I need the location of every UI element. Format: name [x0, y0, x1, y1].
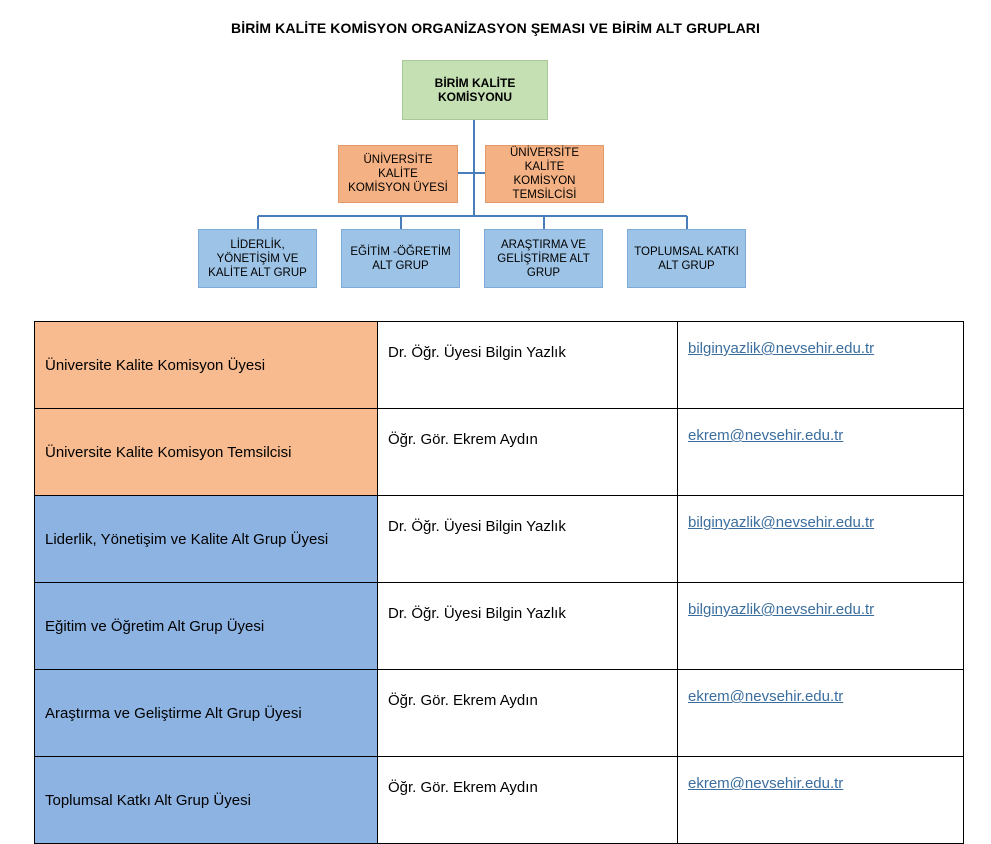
org-node-leadership-group: LİDERLİK, YÖNETİŞİM VE KALİTE ALT GRUP [198, 229, 317, 288]
org-node-research-group: ARAŞTIRMA VE GELİŞTİRME ALT GRUP [484, 229, 603, 288]
org-node-community-group: TOPLUMSAL KATKI ALT GRUP [627, 229, 746, 288]
org-node-education-group: EĞİTİM -ÖĞRETİM ALT GRUP [341, 229, 460, 288]
table-row: Liderlik, Yönetişim ve Kalite Alt Grup Ü… [34, 495, 964, 583]
member-email-link[interactable]: bilginyazlik@nevsehir.edu.tr [688, 601, 875, 618]
member-name: Dr. Öğr. Üyesi Bilgin Yazlık [377, 495, 678, 583]
member-role: Eğitim ve Öğretim Alt Grup Üyesi [34, 582, 378, 670]
org-node-root: BİRİM KALİTE KOMİSYONU [402, 60, 548, 120]
table-row: Eğitim ve Öğretim Alt Grup Üyesi Dr. Öğr… [34, 582, 964, 670]
member-role: Toplumsal Katkı Alt Grup Üyesi [34, 756, 378, 844]
table-row: Araştırma ve Geliştirme Alt Grup Üyesi Ö… [34, 669, 964, 757]
members-table: Üniversite Kalite Komisyon Üyesi Dr. Öğr… [34, 321, 964, 844]
member-email-cell: bilginyazlik@nevsehir.edu.tr [677, 495, 964, 583]
member-email-cell: bilginyazlik@nevsehir.edu.tr [677, 321, 964, 409]
member-email-link[interactable]: bilginyazlik@nevsehir.edu.tr [688, 340, 875, 357]
member-email-link[interactable]: ekrem@nevsehir.edu.tr [688, 688, 844, 705]
member-role: Üniversite Kalite Komisyon Üyesi [34, 321, 378, 409]
member-email-link[interactable]: ekrem@nevsehir.edu.tr [688, 775, 844, 792]
member-role: Araştırma ve Geliştirme Alt Grup Üyesi [34, 669, 378, 757]
member-email-cell: ekrem@nevsehir.edu.tr [677, 756, 964, 844]
table-row: Toplumsal Katkı Alt Grup Üyesi Öğr. Gör.… [34, 756, 964, 844]
org-node-university-representative: ÜNİVERSİTE KALİTE KOMİSYON TEMSİLCİSİ [485, 145, 604, 203]
member-name: Dr. Öğr. Üyesi Bilgin Yazlık [377, 321, 678, 409]
table-row: Üniversite Kalite Komisyon Temsilcisi Öğ… [34, 408, 964, 496]
member-role: Üniversite Kalite Komisyon Temsilcisi [34, 408, 378, 496]
member-name: Dr. Öğr. Üyesi Bilgin Yazlık [377, 582, 678, 670]
member-email-link[interactable]: ekrem@nevsehir.edu.tr [688, 427, 844, 444]
member-name: Öğr. Gör. Ekrem Aydın [377, 408, 678, 496]
member-name: Öğr. Gör. Ekrem Aydın [377, 756, 678, 844]
member-name: Öğr. Gör. Ekrem Aydın [377, 669, 678, 757]
org-chart-connectors [257, 119, 688, 229]
member-role: Liderlik, Yönetişim ve Kalite Alt Grup Ü… [34, 495, 378, 583]
member-email-cell: bilginyazlik@nevsehir.edu.tr [677, 582, 964, 670]
member-email-link[interactable]: bilginyazlik@nevsehir.edu.tr [688, 514, 875, 531]
org-node-university-member: ÜNİVERSİTE KALİTE KOMİSYON ÜYESİ [338, 145, 458, 203]
member-email-cell: ekrem@nevsehir.edu.tr [677, 408, 964, 496]
table-row: Üniversite Kalite Komisyon Üyesi Dr. Öğr… [34, 321, 964, 409]
page-title: BİRİM KALİTE KOMİSYON ORGANİZASYON ŞEMAS… [231, 20, 760, 36]
member-email-cell: ekrem@nevsehir.edu.tr [677, 669, 964, 757]
